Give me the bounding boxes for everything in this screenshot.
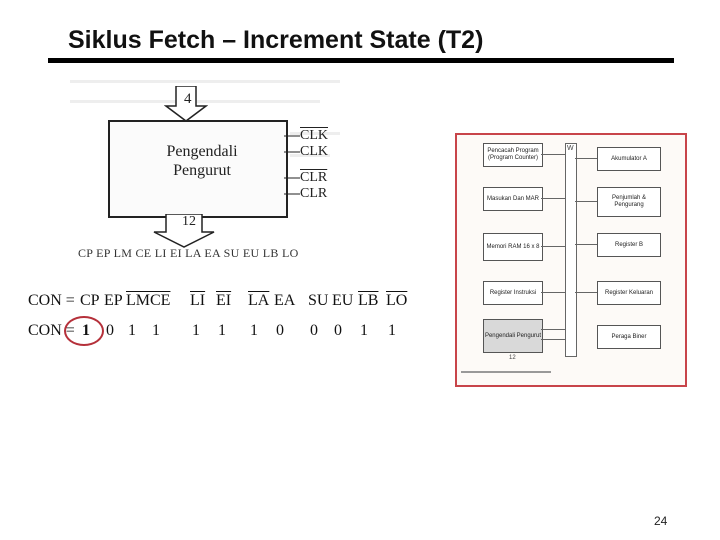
bit-li: LI — [190, 292, 206, 309]
block-output-register: Register Keluaran — [597, 281, 661, 305]
wire-7 — [575, 244, 597, 245]
block-accumulator: Akumulator A — [597, 147, 661, 171]
val-la: 1 — [250, 322, 258, 339]
wire-6 — [575, 201, 597, 202]
val-lo: 1 — [388, 322, 396, 339]
val-ei: 1 — [218, 322, 226, 339]
controller-label: Pengendali Pengurut — [152, 142, 252, 180]
val-lb: 1 — [360, 322, 368, 339]
val-su: 0 — [310, 322, 318, 339]
wire-5 — [575, 158, 597, 159]
bus-label: W — [567, 145, 574, 152]
sap1-diagram: W Pencacah Program (Program Counter) Mas… — [455, 133, 687, 387]
block-adder-subtractor: Penjumlah & Pengurang — [597, 187, 661, 217]
signal-clk-bar: CLK — [300, 128, 328, 143]
val-ea: 0 — [276, 322, 284, 339]
block-instruction-register: Register Instruksi — [483, 281, 543, 305]
bit-ea: EA — [274, 292, 296, 309]
bit-lb: LB — [358, 292, 379, 309]
signal-lines — [284, 135, 300, 195]
system-bus — [565, 143, 577, 357]
val-ce: 1 — [152, 322, 160, 339]
output-arrow-icon — [153, 214, 215, 248]
block-register-b: Register B — [597, 233, 661, 257]
bit-lo: LO — [386, 292, 408, 309]
con-prefix: CON = — [28, 292, 75, 309]
control-word: CP EP LM CE LI EI LA EA SU EU LB LO — [78, 246, 299, 260]
signal-clr: CLR — [300, 186, 328, 201]
bit-su: SU — [308, 292, 329, 309]
page-number: 24 — [654, 514, 668, 528]
controller-label-line2: Pengurut — [173, 162, 231, 179]
bit-eu: EU — [332, 292, 354, 309]
block-program-counter: Pencacah Program (Program Counter) — [483, 143, 543, 167]
wire-10 — [541, 339, 565, 340]
diagram-bottom-number: 12 — [509, 355, 516, 361]
input-number: 4 — [184, 91, 192, 107]
val-lm: 1 — [128, 322, 136, 339]
wire-3 — [541, 246, 565, 247]
wire-9 — [541, 329, 565, 330]
bit-lm: LM — [126, 292, 150, 309]
block-controller-sequencer: Pengendali Pengurut — [483, 319, 543, 353]
bit-cp: CP — [80, 292, 100, 309]
slide-title: Siklus Fetch – Increment State (T2) — [68, 26, 484, 54]
con-prefix-2: CON = — [28, 322, 75, 339]
val-li: 1 — [192, 322, 200, 339]
signal-clk: CLK — [300, 144, 328, 159]
signal-clr-bar: CLR — [300, 170, 328, 185]
wire-8 — [575, 292, 597, 293]
diagram-bottom-text — [461, 371, 551, 373]
block-ram: Memori RAM 16 x 8 — [483, 233, 543, 261]
val-ep: 0 — [106, 322, 114, 339]
left-figure: 4 Pengendali Pengurut CLK CLK CLR CLR 12… — [60, 76, 350, 272]
bit-ep: EP — [104, 292, 123, 309]
wire-4 — [541, 292, 565, 293]
input-arrow-icon — [164, 86, 208, 122]
block-binary-display: Peraga Biner — [597, 325, 661, 349]
bit-ei: EI — [216, 292, 232, 309]
bit-ce: CE — [150, 292, 171, 309]
cp-highlight-circle — [64, 316, 104, 346]
val-eu: 0 — [334, 322, 342, 339]
bit-la: LA — [248, 292, 270, 309]
title-rule — [48, 58, 674, 63]
wire-2 — [541, 198, 565, 199]
controller-label-line1: Pengendali — [166, 143, 238, 160]
output-number: 12 — [182, 214, 196, 229]
block-mar: Masukan Dan MAR — [483, 187, 543, 211]
wire-1 — [541, 154, 565, 155]
